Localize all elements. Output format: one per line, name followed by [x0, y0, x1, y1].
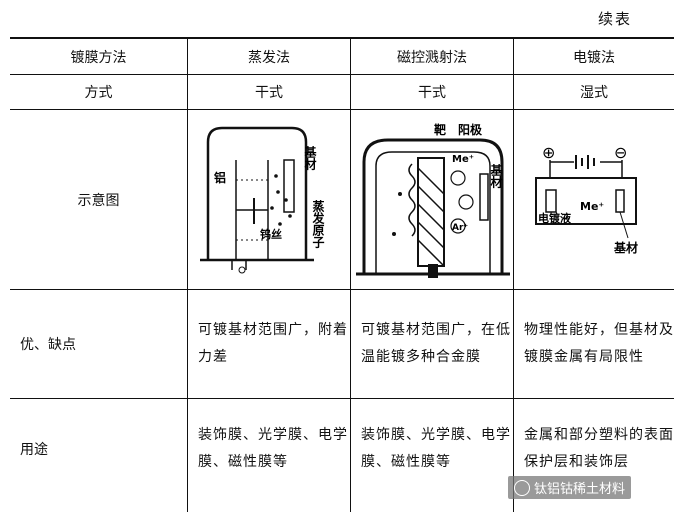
label-substrate: 基材: [489, 163, 503, 189]
pros-cons-electroplating: 物理性能好，但基材及镀膜金属有局限性: [514, 290, 674, 398]
uses-electroplating: 金属和部分塑料的表面保护层和装饰层: [514, 399, 674, 499]
row-label-uses: 用途: [20, 442, 48, 458]
header-sputtering: 磁控溅射法: [397, 49, 467, 66]
label-electrolyte: 电镀液: [538, 211, 572, 225]
uses-evaporation-text: 装饰膜、光学膜、电学膜、磁性膜等: [198, 427, 348, 470]
pros-cons-evaporation-text: 可镀基材范围广，附着力差: [198, 322, 348, 365]
sputtering-diagram: 靶 阳极 基材 Me⁺ Ar⁺: [356, 122, 510, 278]
column-divider: [187, 37, 188, 512]
label-substrate: 基材: [613, 240, 638, 255]
row-divider: [10, 398, 674, 399]
label-ion: Me⁺: [580, 200, 604, 213]
pros-cons-evaporation: 可镀基材范围广，附着力差: [188, 290, 350, 398]
label-atoms: 蒸发原子: [311, 199, 325, 249]
table-top-border: [10, 37, 674, 39]
label-target: 靶: [434, 122, 446, 137]
label-minus: ⊖: [614, 143, 627, 162]
header-divider: [10, 74, 674, 75]
mode-electroplating: 湿式: [580, 85, 608, 101]
label-anode: 阳极: [458, 122, 483, 137]
label-plus: ⊕: [542, 143, 555, 162]
row-divider: [10, 289, 674, 290]
header-evaporation: 蒸发法: [248, 49, 290, 66]
mode-sputtering: 干式: [418, 85, 446, 101]
wechat-icon: [514, 479, 530, 496]
row-label-mode: 方式: [84, 85, 113, 101]
label-aluminum: 铝: [214, 170, 226, 185]
uses-evaporation: 装饰膜、光学膜、电学膜、磁性膜等: [188, 399, 350, 499]
evaporation-diagram: 基材 铝 钨丝 蒸发原子: [200, 126, 325, 274]
label-ion: Me⁺: [452, 154, 474, 165]
pros-cons-sputtering-text: 可镀基材范围广，在低温能镀多种合金膜: [361, 322, 511, 365]
column-divider: [350, 37, 351, 512]
watermark: 钛铝钴稀土材料: [508, 476, 632, 499]
column-divider: [513, 37, 514, 512]
uses-sputtering-text: 装饰膜、光学膜、电学膜、磁性膜等: [361, 427, 511, 470]
label-argon: Ar⁺: [452, 223, 468, 233]
label-tungsten: 钨丝: [260, 227, 282, 241]
uses-sputtering: 装饰膜、光学膜、电学膜、磁性膜等: [351, 399, 513, 499]
watermark-text: 钛铝钴稀土材料: [534, 482, 626, 497]
electroplating-diagram: ⊕ ⊖ Me⁺ 电镀液 基材: [535, 143, 638, 255]
uses-electroplating-text: 金属和部分塑料的表面保护层和装饰层: [524, 427, 674, 470]
row-label-diagram: 示意图: [77, 192, 120, 209]
header-method: 镀膜方法: [70, 49, 127, 66]
row-divider: [10, 109, 674, 110]
row-label-pros-cons: 优、缺点: [20, 337, 76, 353]
header-electroplating: 电镀法: [573, 49, 615, 66]
continued-label: 续表: [598, 10, 633, 28]
pros-cons-sputtering: 可镀基材范围广，在低温能镀多种合金膜: [351, 290, 513, 398]
pros-cons-electroplating-text: 物理性能好，但基材及镀膜金属有局限性: [524, 322, 674, 365]
mode-evaporation: 干式: [255, 85, 283, 101]
label-substrate: 基材: [303, 145, 317, 171]
